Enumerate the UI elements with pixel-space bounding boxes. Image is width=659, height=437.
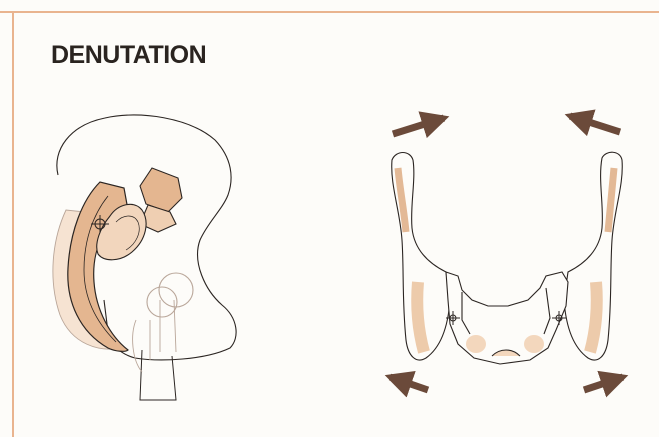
arrow-icon xyxy=(584,377,623,390)
frontal-pelvis-view xyxy=(392,152,623,364)
arrow-icon xyxy=(570,116,620,132)
arrow-icon xyxy=(393,118,444,134)
lateral-pelvis-view xyxy=(53,115,236,400)
sacral-foramen-right xyxy=(524,335,544,353)
ischium xyxy=(140,350,176,400)
arrow-icon xyxy=(390,377,428,390)
lumbar-vertebra xyxy=(140,168,182,212)
femoral-head xyxy=(159,273,193,307)
sacral-foramen-left xyxy=(466,335,486,353)
